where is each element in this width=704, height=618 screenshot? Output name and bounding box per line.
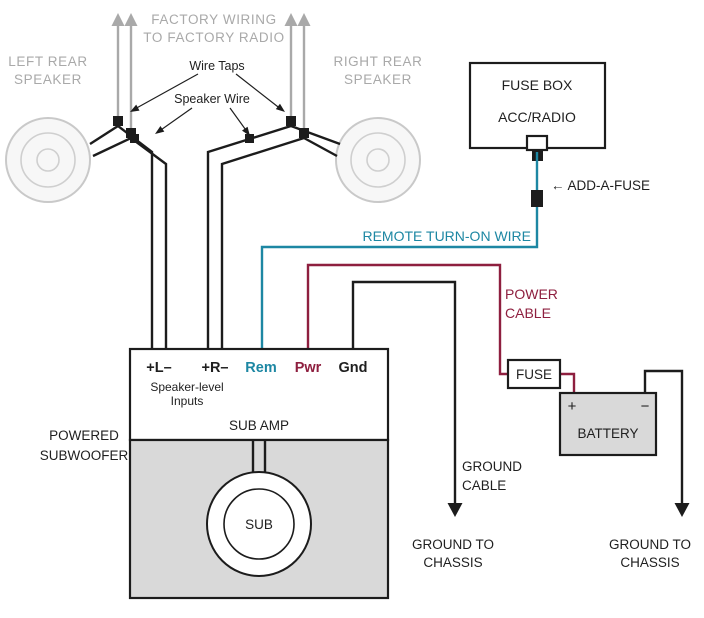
ground-chassis-label-left: GROUND TO [412, 537, 494, 552]
speaker-wire-left [130, 137, 168, 349]
speaker-level-inputs-label: Speaker-level [150, 380, 223, 394]
left-speaker-label: SPEAKER [14, 72, 82, 87]
speaker-lead [303, 136, 338, 158]
fuse-box [468, 61, 607, 150]
speaker-lead [92, 136, 132, 158]
callout-arrow-icon [130, 104, 140, 112]
terminal-remote: Rem [245, 360, 276, 376]
speaker-outer-ring [335, 117, 421, 203]
speaker-center [366, 148, 390, 172]
powered-subwoofer-label: SUBWOOFER [40, 448, 129, 463]
sub-cone-inner [223, 488, 295, 560]
right-speaker-label: RIGHT REAR [333, 54, 422, 69]
power-cable-wire [560, 372, 576, 393]
callout-arrow-icon [275, 103, 285, 112]
power-cable-label: POWER [505, 286, 558, 302]
up-arrow-icon [124, 13, 138, 26]
up-arrow-icon [111, 13, 125, 26]
speaker-lead [290, 124, 341, 146]
speaker-wire-right [206, 124, 292, 349]
acc-radio-label: ACC/RADIO [498, 109, 576, 125]
battery-label: BATTERY [577, 426, 638, 441]
wire-tap-square [126, 128, 136, 138]
factory-wiring-label: FACTORY WIRING [151, 12, 276, 27]
up-arrow-icon [297, 13, 311, 26]
wire-tap-square [286, 116, 296, 126]
sub-label: SUB [245, 517, 273, 532]
speaker-wire-label: Speaker Wire [174, 92, 250, 106]
add-a-fuse-connector [531, 190, 543, 207]
ground-cable-label: GROUND [462, 459, 522, 474]
down-arrow-icon [447, 503, 463, 517]
speaker-center [36, 148, 60, 172]
battery-ground-wire [643, 369, 684, 504]
wire-connector-square [130, 134, 139, 143]
amp-box [128, 347, 390, 442]
terminal-right-input: +R– [201, 360, 228, 376]
fuse-box-title: FUSE BOX [502, 77, 573, 93]
callout-line [235, 73, 283, 111]
inline-fuse-box [506, 358, 562, 390]
speaker-outer-ring [5, 117, 91, 203]
left-speaker-icon [5, 117, 91, 203]
wire-taps-label: Wire Taps [189, 59, 244, 73]
speaker-lead [89, 124, 119, 146]
power-cable-label: CABLE [505, 305, 551, 321]
terminal-ground: Gnd [339, 360, 368, 376]
fuse-holder-tab [525, 134, 549, 152]
wire-tap-square [299, 128, 309, 138]
factory-wiring-label: TO FACTORY RADIO [143, 30, 284, 45]
left-speaker-label: LEFT REAR [8, 54, 87, 69]
ground-chassis-label-left: CHASSIS [423, 555, 482, 570]
down-arrow-icon [674, 503, 690, 517]
ground-cable-wire [351, 280, 457, 504]
callout-arrow-icon [155, 126, 165, 134]
ground-cable-label: CABLE [462, 478, 506, 493]
speaker-mid-ring [350, 132, 406, 188]
battery-plus-terminal: + [568, 398, 577, 415]
up-arrow-icon [284, 13, 298, 26]
remote-turn-on-label: REMOTE TURN-ON WIRE [362, 228, 531, 244]
ground-chassis-label-right: CHASSIS [620, 555, 679, 570]
add-a-fuse-label: ← ADD-A-FUSE [551, 178, 650, 193]
powered-subwoofer-label: POWERED [49, 428, 119, 443]
terminal-power: Pwr [295, 360, 322, 376]
callout-arrow-icon [242, 126, 250, 136]
power-cable-wire [306, 263, 508, 376]
wire-connector-square [245, 134, 254, 143]
inline-fuse-label: FUSE [516, 367, 552, 382]
speaker-wire-right [220, 136, 305, 349]
ground-chassis-label-right: GROUND TO [609, 537, 691, 552]
terminal-left-input: +L– [146, 360, 171, 376]
speaker-mid-ring [20, 132, 76, 188]
battery-minus-terminal: − [641, 398, 650, 415]
callout-line [132, 73, 199, 111]
sub-amp-title: SUB AMP [229, 418, 289, 433]
factory-wiring-arrows [111, 13, 311, 133]
wire-tap-square [113, 116, 123, 126]
speaker-wire-left [117, 125, 154, 349]
battery-box [558, 391, 658, 457]
callout-line [157, 107, 193, 133]
right-speaker-icon [335, 117, 421, 203]
right-speaker-label: SPEAKER [344, 72, 412, 87]
speaker-level-inputs-label: Inputs [171, 394, 204, 408]
